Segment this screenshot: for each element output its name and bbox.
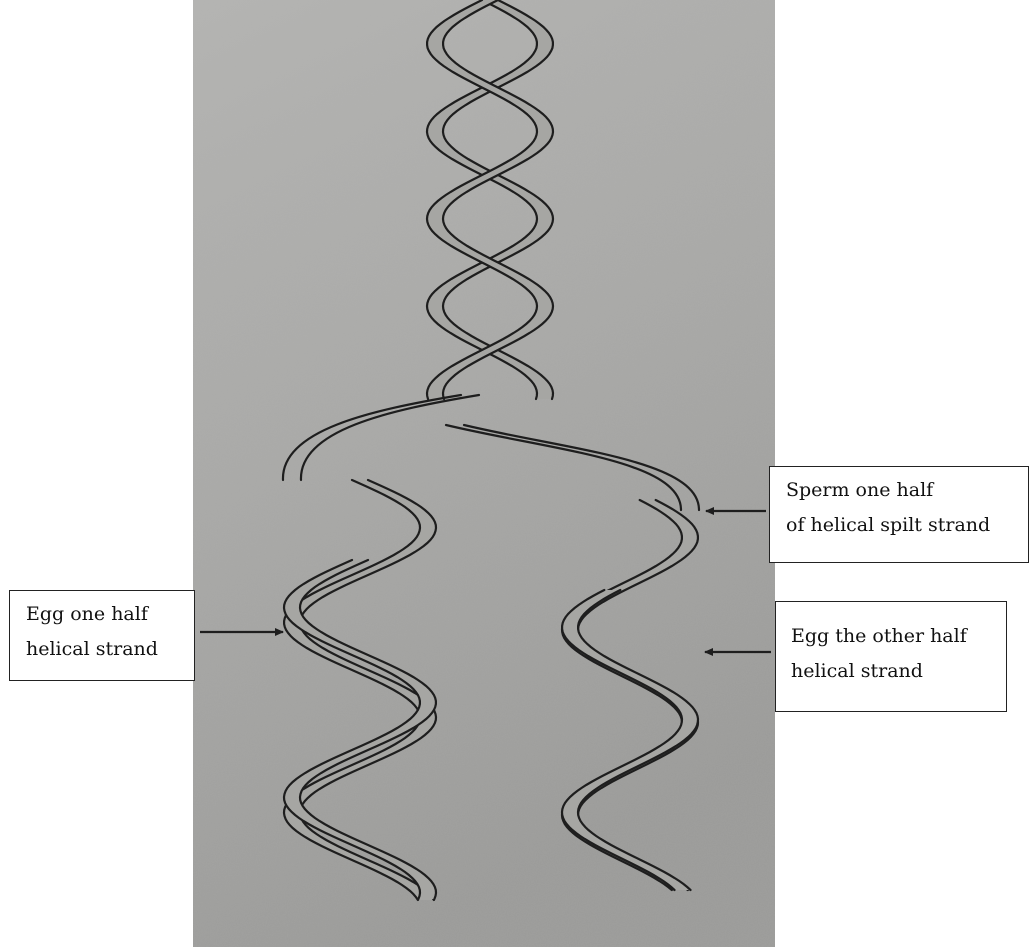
egg-right-label-line-2: helical strand xyxy=(791,654,1006,689)
sperm-label-box: Sperm one half of helical spilt strand xyxy=(769,466,1029,563)
egg-right-label-line-1: Egg the other half xyxy=(791,619,1006,654)
sperm-label-line-1: Sperm one half xyxy=(786,473,1028,508)
egg-left-label-line-2: helical strand xyxy=(26,632,194,667)
split-right-edge-1 xyxy=(446,425,681,510)
split-left-edge-2 xyxy=(301,395,479,480)
split-left-edge-1 xyxy=(283,395,461,480)
egg-right-label-box: Egg the other half helical strand xyxy=(775,601,1007,712)
sperm-label-line-2: of helical spilt strand xyxy=(786,508,1028,543)
egg-left-label-box: Egg one half helical strand xyxy=(9,590,195,681)
right-strand-b-fill xyxy=(562,590,698,890)
split-right-edge-2 xyxy=(464,425,699,510)
egg-left-label-line-1: Egg one half xyxy=(26,597,194,632)
